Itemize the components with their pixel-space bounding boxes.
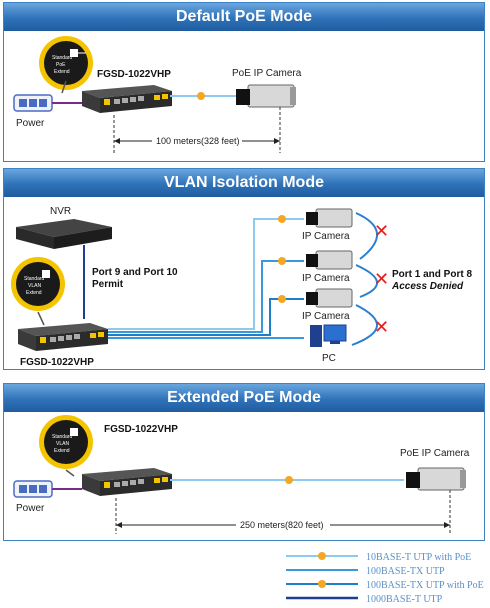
camera-label: PoE IP Camera bbox=[232, 68, 302, 79]
vlan-isolation-title: VLAN Isolation Mode bbox=[4, 169, 484, 197]
vlan-isolation-diagram: NVR Port 9 and Port 10 Permit Standard V… bbox=[11, 206, 472, 368]
power-strip-icon bbox=[13, 480, 53, 498]
ip-camera-icon bbox=[306, 250, 353, 270]
legend-item: 100BASE-TX UTP with PoE bbox=[286, 580, 484, 591]
camera-label: PoE IP Camera bbox=[400, 448, 470, 459]
switch-label: FGSD-1022VHP bbox=[104, 424, 178, 435]
poe-dot-icon bbox=[278, 295, 286, 303]
legend-item: 10BASE-T UTP with PoE bbox=[286, 552, 471, 563]
switch-device-icon bbox=[18, 323, 108, 351]
legend-item: 1000BASE-T UTP bbox=[286, 594, 443, 605]
ip-camera-icon bbox=[306, 208, 353, 228]
vlan-isolation-panel: VLAN Isolation Mode NVR Port 9 and Port … bbox=[3, 168, 485, 370]
badge-line: Standard bbox=[24, 276, 45, 282]
switch-device-icon bbox=[82, 85, 172, 113]
pc-icon bbox=[310, 324, 347, 347]
default-poe-diagram: Standard PoE Extend Power FGSD-1022VHP bbox=[13, 36, 302, 153]
switch-label: FGSD-1022VHP bbox=[20, 357, 94, 368]
denied-label: Port 1 and Port 8 bbox=[392, 269, 472, 280]
deny-x-icon: ✕ bbox=[374, 269, 389, 289]
ip-camera-icon bbox=[236, 84, 296, 108]
badge-line: VLAN bbox=[56, 441, 69, 447]
ip-camera-icon bbox=[306, 288, 353, 308]
poe-dot-icon bbox=[197, 92, 205, 100]
default-poe-panel: Default PoE Mode Standard PoE Extend Pow… bbox=[3, 2, 485, 162]
poe-dot-icon bbox=[278, 257, 286, 265]
poe-dot-icon bbox=[285, 476, 293, 484]
legend-label: 1000BASE-T UTP bbox=[366, 594, 443, 605]
camera-label: IP Camera bbox=[302, 311, 350, 322]
extended-poe-panel: Extended PoE Mode Standard VLAN Extend F… bbox=[3, 383, 485, 541]
legend-item: 100BASE-TX UTP bbox=[286, 566, 445, 577]
cable-legend: 10BASE-T UTP with PoE 100BASE-TX UTP 100… bbox=[286, 552, 484, 605]
deny-x-icon: ✕ bbox=[374, 221, 389, 241]
mode-badge-icon: Standard VLAN Extend bbox=[39, 415, 93, 477]
camera-label: IP Camera bbox=[302, 231, 350, 242]
deny-x-icon: ✕ bbox=[374, 317, 389, 337]
legend-label: 10BASE-T UTP with PoE bbox=[366, 552, 471, 563]
badge-line: PoE bbox=[56, 62, 66, 68]
poe-dot-icon bbox=[278, 215, 286, 223]
legend-label: 100BASE-TX UTP bbox=[366, 566, 445, 577]
permit-label: Port 9 and Port 10 bbox=[92, 267, 178, 278]
extended-poe-diagram: Standard VLAN Extend FGSD-1022VHP Power … bbox=[13, 415, 470, 534]
deny-arrows bbox=[351, 212, 378, 346]
badge-line: VLAN bbox=[28, 283, 41, 289]
power-label: Power bbox=[16, 118, 45, 129]
switch-label: FGSD-1022VHP bbox=[97, 69, 171, 80]
default-poe-title: Default PoE Mode bbox=[4, 3, 484, 31]
badge-line: Extend bbox=[26, 290, 42, 296]
badge-line: Extend bbox=[54, 448, 70, 454]
distance-label: 250 meters(820 feet) bbox=[240, 520, 324, 530]
legend-label: 100BASE-TX UTP with PoE bbox=[366, 580, 484, 591]
extended-poe-title: Extended PoE Mode bbox=[4, 384, 484, 412]
nvr-device-icon bbox=[16, 219, 112, 249]
power-strip-icon bbox=[13, 94, 53, 112]
power-label: Power bbox=[16, 503, 45, 514]
mode-badge-icon: Standard VLAN Extend bbox=[11, 257, 65, 326]
denied-label: Access Denied bbox=[391, 281, 464, 292]
permit-label: Permit bbox=[92, 279, 124, 290]
camera-label: IP Camera bbox=[302, 273, 350, 284]
ip-camera-icon bbox=[406, 467, 466, 491]
badge-line: Extend bbox=[54, 69, 70, 75]
switch-device-icon bbox=[82, 468, 172, 496]
pc-label: PC bbox=[322, 353, 336, 364]
distance-label: 100 meters(328 feet) bbox=[156, 136, 240, 146]
badge-line: Standard bbox=[52, 55, 73, 61]
nvr-label: NVR bbox=[50, 206, 71, 217]
mode-badge-icon: Standard PoE Extend bbox=[39, 36, 93, 94]
badge-line: Standard bbox=[52, 434, 73, 440]
